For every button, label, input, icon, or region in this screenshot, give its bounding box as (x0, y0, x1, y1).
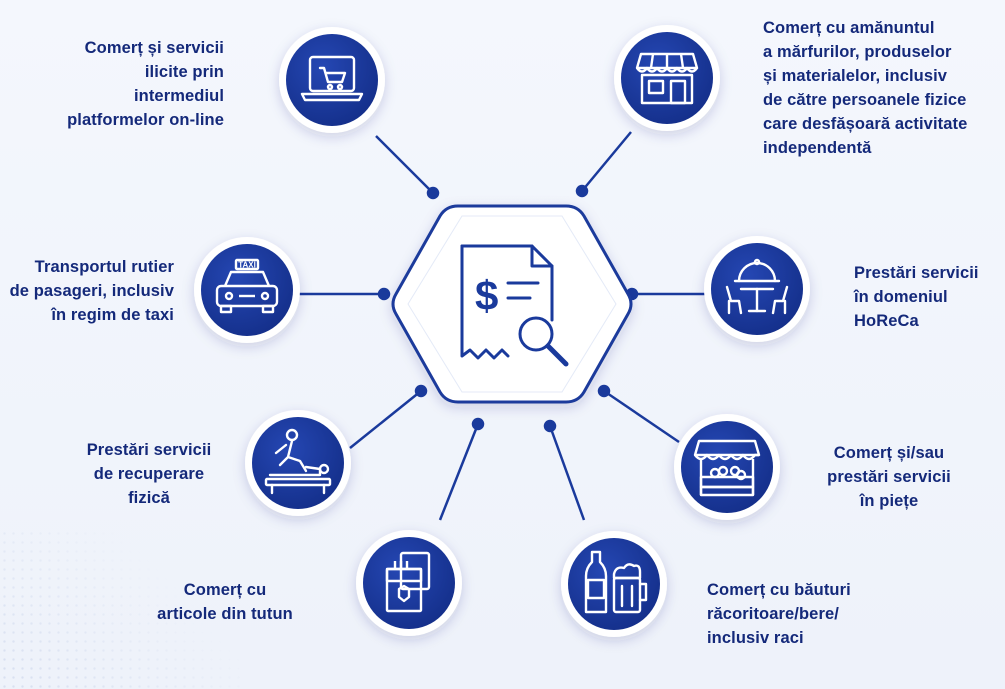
label-markets: Comerț și/sau prestări servicii în piețe (827, 444, 951, 510)
connectors (292, 131, 712, 521)
connector-recovery (349, 384, 428, 449)
node-online (279, 27, 385, 133)
node-taxi: TAXI (194, 237, 300, 343)
connector-markets (597, 384, 680, 444)
connector-retail (575, 131, 632, 198)
label-tobacco: Comerț cu articole din tutun (157, 581, 293, 623)
node-tobacco (356, 530, 462, 636)
bottle-beer-mug-icon (584, 550, 648, 614)
dot-pattern-decoration (0, 529, 240, 689)
connector-horeca (625, 287, 712, 301)
laptop-cart-icon (300, 55, 364, 102)
connector-taxi (292, 287, 391, 301)
connector-tobacco (438, 417, 485, 521)
node-recovery (245, 410, 351, 516)
receipt-dollar-magnifier-icon: $ (460, 244, 569, 367)
svg-text:$: $ (475, 272, 498, 319)
label-online: Comerț și servicii ilicite prin intermed… (67, 39, 224, 129)
svg-text:TAXI: TAXI (238, 261, 256, 270)
node-markets (674, 414, 780, 520)
label-taxi: Transportul rutier de pasageri, inclusiv… (9, 258, 174, 324)
massage-therapy-icon (264, 428, 332, 495)
connector-online (375, 135, 440, 200)
restaurant-cloche-icon (725, 258, 789, 315)
market-stall-icon (693, 439, 761, 497)
node-retail (614, 25, 720, 131)
cigarette-pack-icon (385, 551, 431, 613)
label-horeca: Prestări servicii în domeniul HoReCa (854, 264, 979, 330)
central-hub: $ (391, 204, 633, 404)
storefront-icon (635, 52, 699, 105)
label-recovery: Prestări servicii de recuperare fizică (86, 441, 212, 507)
connector-beverages (543, 419, 586, 521)
label-retail: Comerț cu amănuntul a mărfurilor, produs… (763, 19, 968, 157)
label-beverages: Comerț cu băuturi răcoritoare/bere/ incl… (707, 581, 851, 647)
node-horeca (704, 236, 810, 342)
node-beverages (561, 531, 667, 637)
taxi-icon: TAXI (215, 258, 279, 314)
